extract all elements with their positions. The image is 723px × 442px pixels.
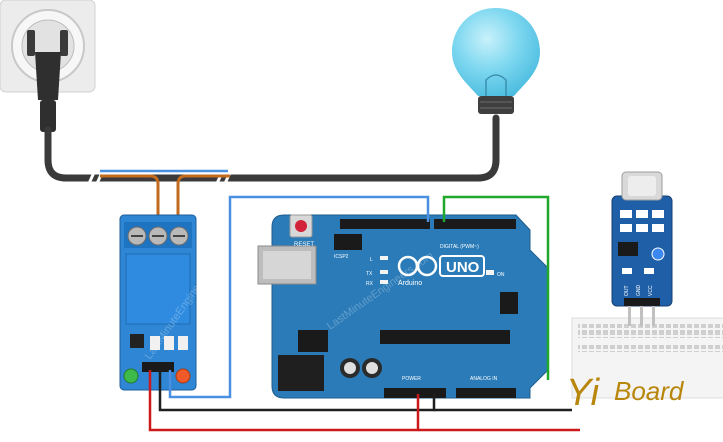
reset-label: RESET — [294, 242, 314, 248]
cable-break-4 — [220, 165, 235, 191]
relay-resistor-3 — [178, 336, 188, 350]
relay-input-header — [142, 362, 174, 372]
relay-cube — [125, 253, 191, 325]
logo-loop-right — [416, 255, 438, 277]
led-rx-label: RX — [366, 281, 374, 287]
wall-socket — [0, 0, 96, 132]
cable-break-1 — [84, 165, 99, 191]
bulb-filament — [485, 74, 507, 96]
sensor-pin-2 — [640, 306, 643, 326]
capacitor-2-top — [366, 362, 378, 374]
relay-transistor — [130, 334, 144, 348]
usb-connector-inner — [263, 251, 311, 279]
breadboard — [571, 317, 723, 399]
plug-prong-right — [60, 30, 68, 56]
arduino-logo: UNO Arduino — [397, 255, 485, 287]
led-rx — [380, 280, 388, 284]
wire-relay-signal — [168, 195, 430, 399]
arduino-brand: Arduino — [398, 280, 422, 287]
power-header — [384, 388, 446, 398]
brown-wire-right — [176, 174, 230, 222]
wire-gnd-relay — [158, 370, 436, 412]
sensor-resistor-2 — [636, 210, 648, 218]
yiboard-board: Board — [614, 376, 685, 406]
relay-resistor-2 — [164, 336, 174, 350]
sensor-pin-label-out: OUT — [624, 285, 630, 296]
brown-wire-left — [100, 174, 160, 222]
led-on — [486, 270, 494, 275]
bulb-base — [478, 96, 514, 114]
sensor-pin-label-gnd: GND — [636, 285, 642, 297]
led-on-label: ON — [497, 272, 505, 278]
sensor-resistor-5 — [636, 224, 648, 232]
capacitor-1-top — [344, 362, 356, 374]
sensor-resistor-4 — [620, 224, 632, 232]
yiboard-logo: Yi Board — [566, 372, 685, 414]
aref-label: AREF — [444, 208, 455, 213]
sound-sensor-module: OUT GND VCC — [611, 171, 673, 326]
wire-5v-relay — [148, 370, 420, 432]
icsp2-label: ICSP2 — [334, 254, 349, 260]
atmega-chip — [380, 330, 510, 344]
digital-header-right — [434, 219, 516, 229]
plug-prong-left — [27, 30, 35, 56]
yiboard-yi: Yi — [566, 372, 601, 414]
breadboard-holes-top — [578, 324, 723, 338]
icsp-header — [500, 292, 518, 314]
voltage-regulator — [298, 330, 328, 352]
wire-sensor-out — [442, 195, 550, 380]
digital-label: DIGITAL (PWM~) — [440, 244, 479, 250]
plug-strain-relief — [40, 100, 56, 132]
power-jack — [278, 355, 324, 391]
reset-button-cap[interactable] — [295, 220, 307, 232]
uno-text: UNO — [446, 259, 480, 276]
led-l-label: L — [370, 257, 373, 263]
digital-header-left — [340, 219, 430, 229]
sensor-resistor-6 — [652, 224, 664, 232]
relay-resistor-1 — [150, 336, 160, 350]
sensor-pin-header — [624, 298, 660, 306]
power-label: POWER — [402, 376, 421, 382]
cable-path — [44, 114, 500, 182]
sensor-potentiometer — [651, 247, 665, 261]
led-tx — [380, 270, 388, 274]
power-cable — [44, 114, 500, 182]
sensor-ic — [618, 242, 638, 256]
sensor-pin-3 — [652, 306, 655, 326]
light-bulb — [452, 8, 540, 114]
sensor-resistor-3 — [652, 210, 664, 218]
arduino-uno: RESET ICSP2 DIGITAL (PWM~) L TX RX ON UN… — [257, 208, 549, 399]
sensor-pin-label-vcc: VCC — [648, 285, 654, 296]
uno-badge — [439, 255, 485, 277]
sensor-led-2 — [644, 268, 654, 274]
plug-body — [35, 52, 61, 100]
gnd-label: GND — [456, 208, 465, 213]
icsp2-header — [334, 234, 362, 250]
sensor-led-1 — [622, 268, 632, 274]
led-tx-label: TX — [366, 271, 373, 277]
relay-led-red — [175, 368, 191, 384]
signal-wires — [148, 195, 580, 432]
analog-header — [456, 388, 516, 398]
relay-module — [119, 214, 197, 391]
sensor-resistor-1 — [620, 210, 632, 218]
bulb-glass — [452, 8, 540, 96]
microphone-face — [628, 176, 656, 196]
relay-led-green — [123, 368, 139, 384]
analog-label: ANALOG IN — [470, 376, 498, 382]
sensor-pin-1 — [628, 306, 631, 326]
led-l — [380, 256, 388, 260]
cable-cut-wires — [100, 174, 230, 222]
breadboard-holes-row — [578, 345, 723, 352]
